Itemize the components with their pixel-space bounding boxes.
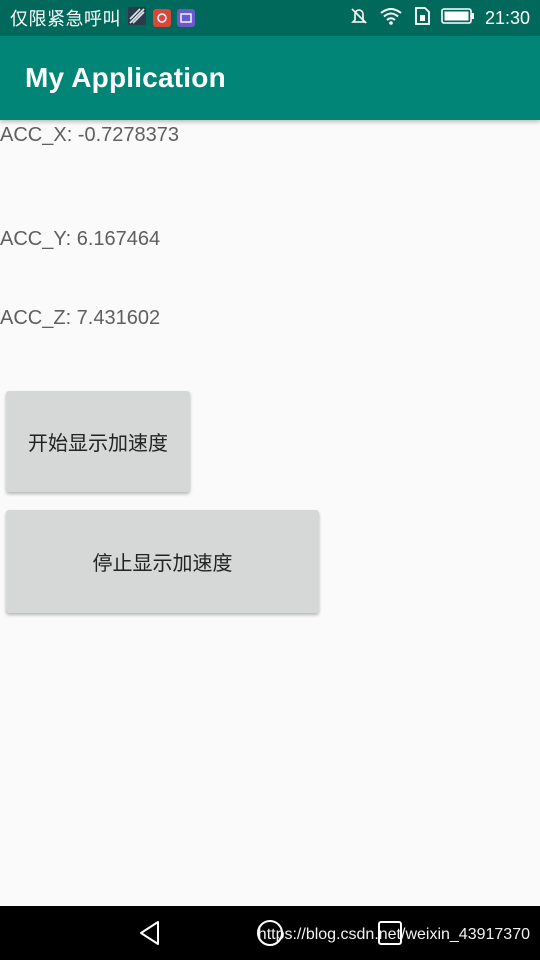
status-bar: 仅限紧急呼叫 [0,0,540,36]
status-time: 21:30 [484,7,530,28]
stop-acceleration-button[interactable]: 停止显示加速度 [6,510,319,613]
app-title: My Application [25,62,226,93]
mute-icon [349,6,369,30]
carrier-text: 仅限紧急呼叫 [10,9,121,30]
watermark-text: https://blog.csdn.net/weixin_43917370 [257,926,530,943]
antenna-notification-icon [127,6,147,30]
status-right: 21:30 [349,0,530,36]
purple-app-notification-icon [177,9,195,27]
back-icon[interactable] [136,919,164,947]
navigation-bar [0,906,540,960]
red-app-notification-icon [153,9,171,27]
acc-x-text: ACC_X: -0.7278373 [0,124,180,146]
status-left: 仅限紧急呼叫 [10,0,195,36]
start-acceleration-button[interactable]: 开始显示加速度 [6,391,190,492]
sim-icon [413,6,431,30]
home-icon[interactable] [256,919,284,947]
battery-icon [441,7,475,29]
recent-apps-icon[interactable] [376,919,404,947]
acc-y-text: ACC_Y: 6.167464 [0,228,161,250]
wifi-icon [379,6,403,30]
acc-z-text: ACC_Z: 7.431602 [0,307,161,329]
app-bar: My Application [0,36,540,120]
